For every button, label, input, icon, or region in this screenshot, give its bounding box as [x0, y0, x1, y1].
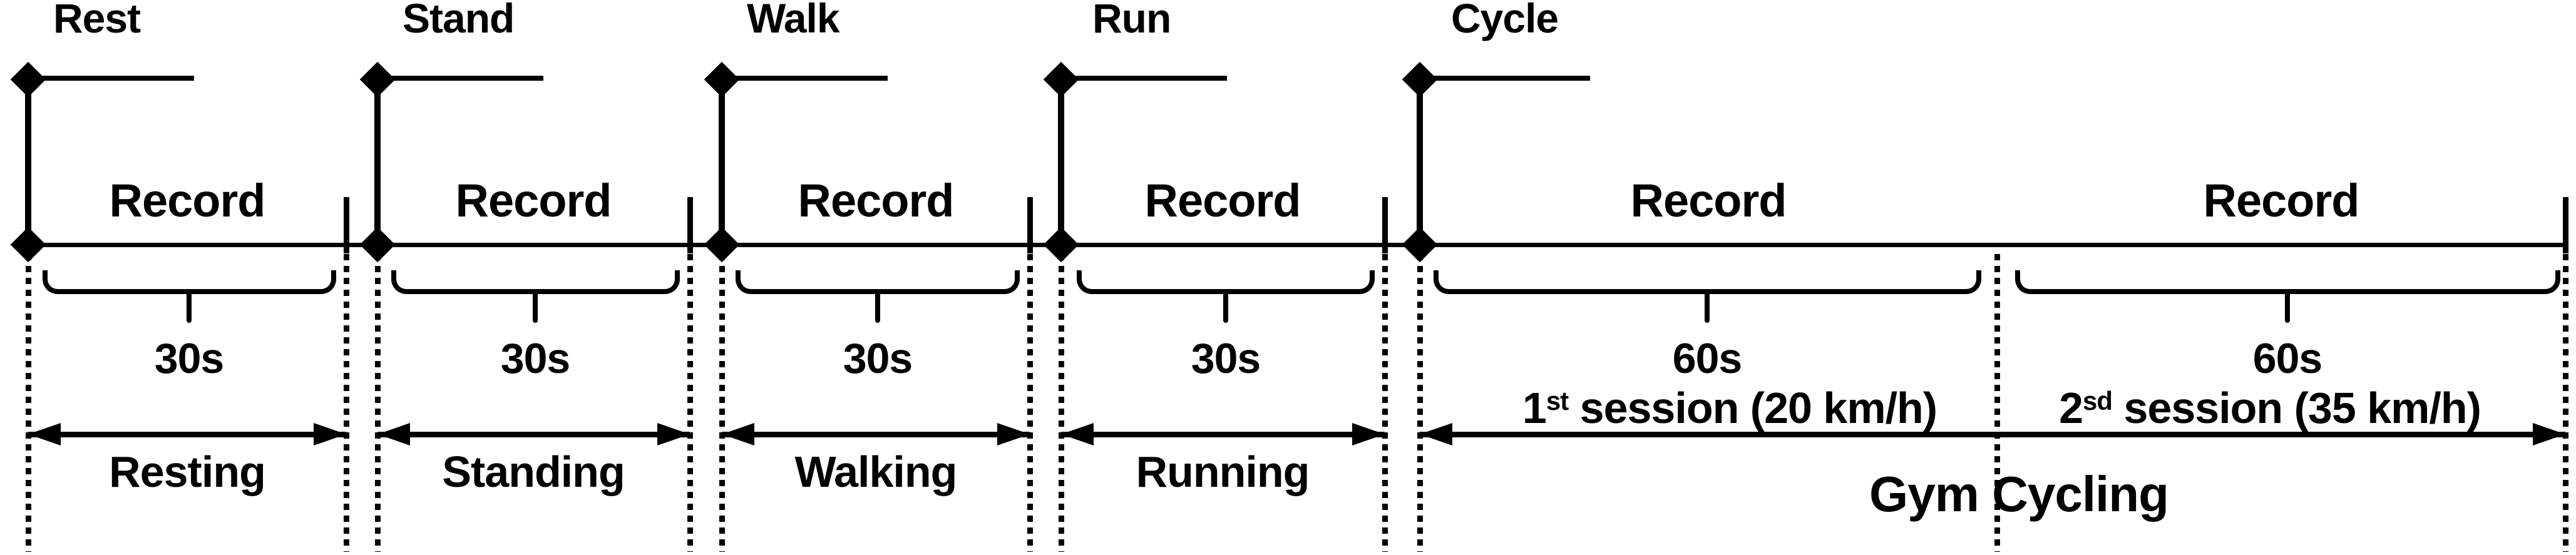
stem-line	[25, 79, 31, 245]
duration-label: 30s	[500, 335, 570, 382]
session-number: 1	[1522, 384, 1547, 432]
flag-line	[722, 76, 888, 81]
duration-brace	[43, 270, 336, 294]
stem-line	[719, 79, 725, 245]
arrowhead-right	[997, 423, 1030, 446]
duration-brace-tail	[1705, 294, 1710, 323]
duration-brace	[391, 270, 680, 294]
boundary-dotted-line	[1059, 254, 1064, 552]
end-tick	[2563, 197, 2568, 253]
flag-line	[1061, 76, 1227, 81]
stem-line	[1417, 79, 1423, 245]
duration-brace-tail	[187, 294, 192, 323]
record-label: Record	[1144, 175, 1301, 227]
phase-label: Gym Cycling	[1869, 466, 2169, 522]
duration-brace	[1077, 270, 1375, 294]
arrowhead-left	[1061, 423, 1094, 446]
flag-line	[28, 76, 194, 81]
arrowhead-right	[2533, 423, 2565, 446]
arrowhead-right	[314, 423, 346, 446]
record-label: Record	[2203, 175, 2360, 227]
phase-label: Resting	[109, 447, 266, 496]
phase-arrow	[1061, 432, 1385, 437]
activity-label-stand: Stand	[403, 0, 515, 41]
phase-label: Standing	[442, 447, 625, 496]
boundary-dotted-line	[1027, 254, 1033, 552]
arrowhead-left	[1420, 423, 1452, 446]
stem-line	[1058, 79, 1064, 245]
duration-label: 30s	[843, 335, 913, 382]
activity-label-walk: Walk	[747, 0, 840, 41]
duration-brace	[2015, 270, 2560, 294]
duration-label: 30s	[154, 335, 224, 382]
boundary-dotted-line	[375, 254, 381, 552]
session-text: session (20 km/h)	[1568, 384, 1937, 432]
end-tick	[1382, 197, 1388, 253]
phase-arrow	[1420, 432, 2565, 437]
phase-arrow	[377, 432, 690, 437]
boundary-dotted-line	[344, 254, 349, 552]
flag-line	[377, 76, 543, 81]
arrowhead-left	[722, 423, 754, 446]
duration-brace-tail	[875, 294, 880, 323]
duration-label: 30s	[1191, 335, 1261, 382]
stem-line	[374, 79, 381, 245]
phase-arrow	[722, 432, 1030, 437]
session-text: session (35 km/h)	[2112, 384, 2481, 432]
boundary-dotted-line	[1994, 254, 2000, 552]
session-number: 2	[2059, 384, 2083, 432]
timeline-axis	[28, 243, 2568, 247]
record-label: Record	[455, 175, 612, 227]
arrowhead-left	[28, 423, 61, 446]
boundary-dotted-line	[2563, 254, 2568, 552]
duration-label: 60s	[2252, 335, 2322, 382]
session-ordinal: sd	[2083, 386, 2113, 415]
boundary-dotted-line	[26, 254, 31, 552]
duration-brace-tail	[1223, 294, 1228, 323]
flag-line	[1420, 76, 1590, 81]
boundary-dotted-line	[1417, 254, 1423, 552]
duration-brace	[1434, 270, 1981, 294]
end-tick	[1027, 197, 1033, 253]
arrowhead-left	[377, 423, 410, 446]
end-tick	[344, 197, 349, 253]
activity-label-cycle: Cycle	[1451, 0, 1559, 41]
boundary-dotted-line	[1382, 254, 1388, 552]
end-tick	[687, 197, 693, 253]
boundary-dotted-line	[687, 254, 693, 552]
activity-label-rest: Rest	[53, 0, 141, 41]
boundary-dotted-line	[719, 254, 725, 552]
duration-brace-tail	[533, 294, 538, 323]
duration-brace	[736, 270, 1020, 294]
phase-label: Running	[1136, 447, 1310, 496]
phase-label: Walking	[794, 447, 958, 496]
duration-brace-tail	[2285, 294, 2290, 323]
duration-label: 60s	[1672, 335, 1742, 382]
session-label: 1st session (20 km/h)	[1522, 386, 1937, 430]
record-label: Record	[798, 175, 955, 227]
session-label: 2sd session (35 km/h)	[2059, 386, 2481, 430]
phase-arrow	[28, 432, 346, 437]
record-label: Record	[1630, 175, 1787, 227]
record-label: Record	[109, 175, 266, 227]
arrowhead-right	[657, 423, 690, 446]
activity-label-run: Run	[1092, 0, 1171, 41]
arrowhead-right	[1352, 423, 1385, 446]
session-ordinal: st	[1546, 386, 1569, 415]
